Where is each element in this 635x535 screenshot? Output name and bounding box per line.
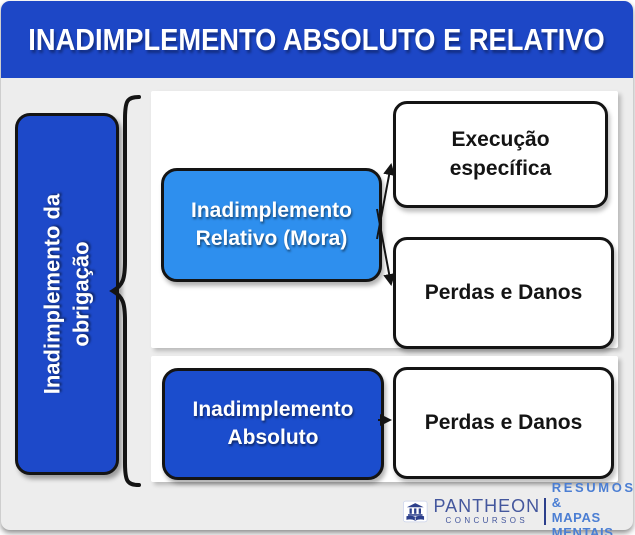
- tagline-block: RESUMOS & MAPAS MENTAIS: [551, 480, 635, 535]
- page-title: INADIMPLEMENTO ABSOLUTO E RELATIVO: [28, 21, 606, 57]
- tagline-line2: MAPAS MENTAIS: [551, 510, 614, 535]
- brand-subtitle: CONCURSOS: [445, 516, 529, 525]
- root-node: Inadimplemento da obrigação: [15, 113, 119, 475]
- arrow-icons-relativo: [376, 163, 396, 286]
- node-execucao-especifica: Execução específica: [393, 101, 608, 208]
- curly-brace-icon: [109, 95, 141, 487]
- node-inadimplemento-relativo: Inadimplemento Relativo (Mora): [161, 168, 382, 282]
- node-label: Execução específica: [449, 128, 552, 180]
- brand-block: PANTHEON CONCURSOS: [434, 497, 541, 525]
- node-inadimplemento-absoluto: Inadimplemento Absoluto: [162, 368, 384, 480]
- brand-name: PANTHEON: [433, 496, 541, 516]
- node-label: Inadimplemento Absoluto: [192, 397, 354, 449]
- arrow-icon-absoluto: [378, 414, 392, 426]
- node-label: Perdas e Danos: [424, 410, 583, 434]
- tagline-line1: RESUMOS &: [551, 480, 635, 511]
- root-node-label: Inadimplemento da obrigação: [39, 193, 93, 395]
- node-perdas-e-danos-relativo: Perdas e Danos: [393, 237, 614, 349]
- pantheon-temple-book-icon: [403, 500, 428, 522]
- node-label: Inadimplemento Relativo (Mora): [190, 198, 353, 250]
- node-label: Perdas e Danos: [424, 280, 583, 304]
- logo-separator: [544, 497, 546, 525]
- pantheon-logo: PANTHEON CONCURSOS RESUMOS & MAPAS MENTA…: [403, 480, 635, 535]
- header-banner: INADIMPLEMENTO ABSOLUTO E RELATIVO: [1, 1, 633, 78]
- node-perdas-e-danos-absoluto: Perdas e Danos: [393, 367, 614, 479]
